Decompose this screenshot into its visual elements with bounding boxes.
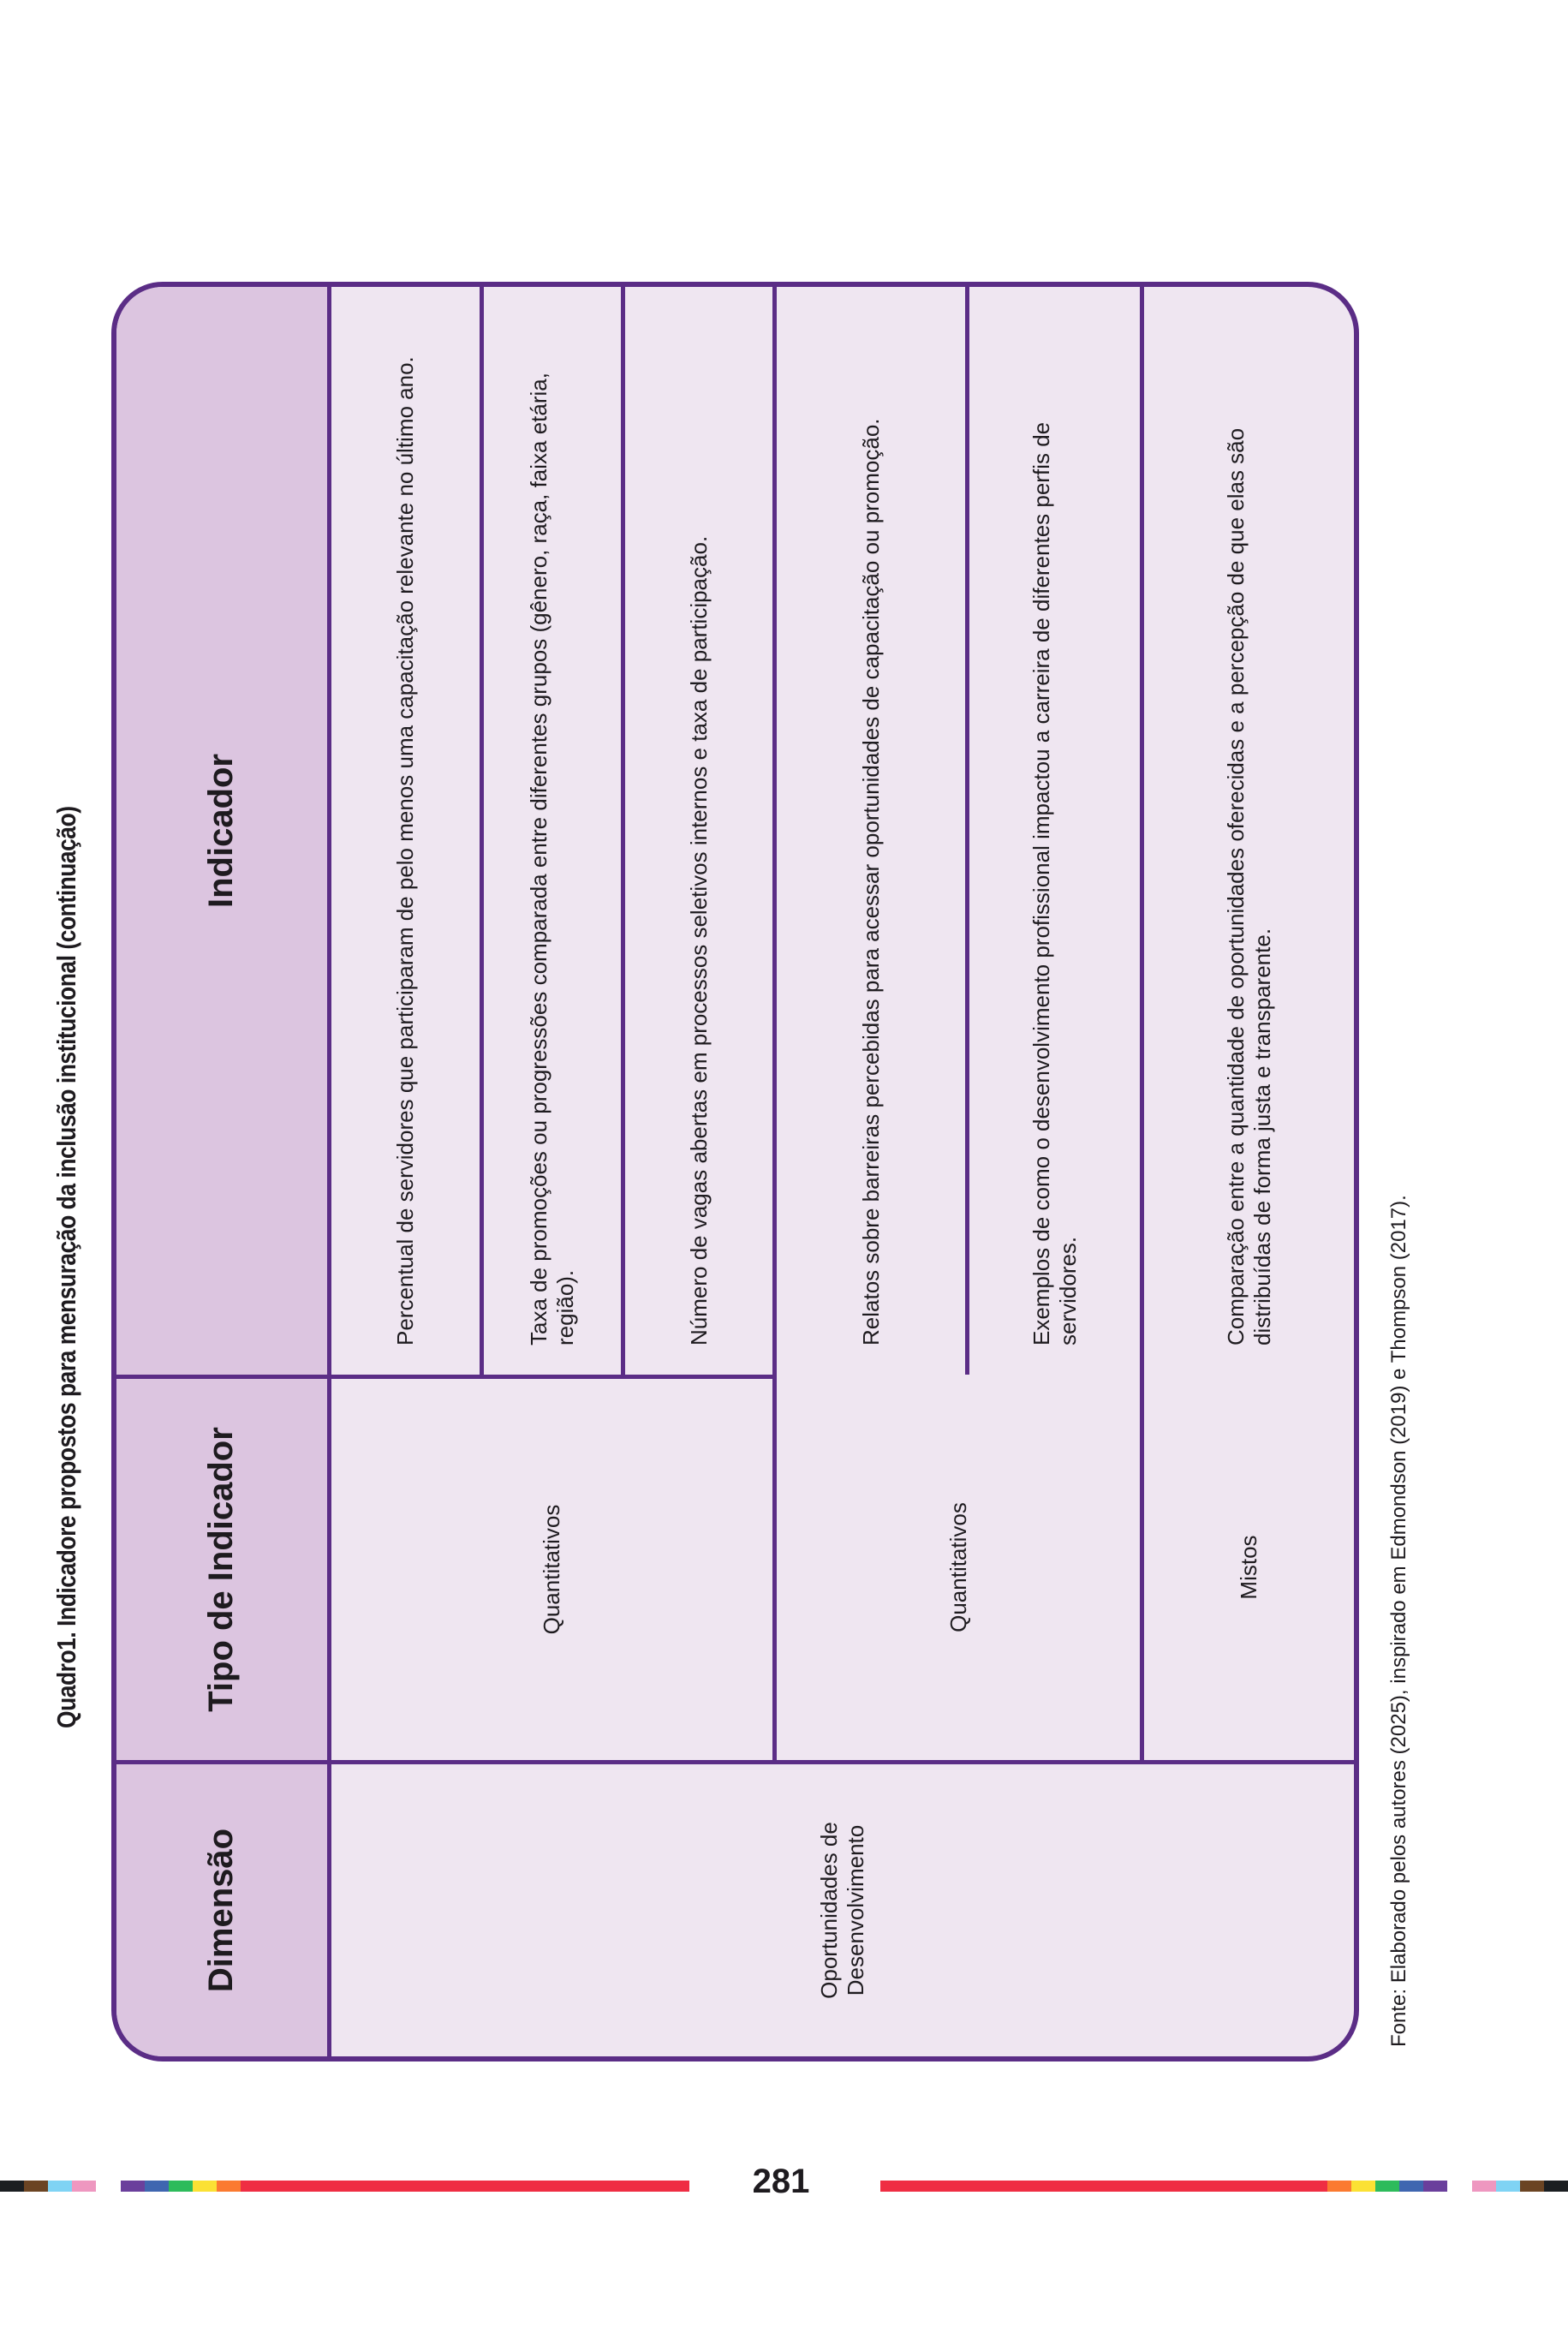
indicator-cell: Comparação entre a quantidade de oportun… bbox=[1222, 427, 1275, 1345]
header-indicator: Indicador bbox=[116, 287, 331, 1375]
indicator-cell: Exemplos de como o desenvolvimento profi… bbox=[969, 287, 1144, 1375]
source-note: Fonte: Elaborado pelos autores (2025), i… bbox=[1387, 1195, 1410, 2047]
indicator-cell: Taxa de promoções ou progressões compara… bbox=[484, 287, 625, 1375]
type-cell: Mistos bbox=[1236, 1535, 1262, 1600]
indicator-cell: Percentual de servidores que participara… bbox=[331, 287, 484, 1375]
dimension-cell: Oportunidades de Desenvolvimento bbox=[331, 1760, 1354, 2056]
type-cell: Quantitativos bbox=[777, 1375, 1144, 1760]
type-cell: Quantitativos bbox=[331, 1375, 777, 1760]
header-indicator-type: Tipo de Indicador bbox=[116, 1375, 331, 1760]
header-dimension: Dimensão bbox=[116, 1760, 331, 2056]
rotated-page-content: Quadro1. Indicadore propostos para mensu… bbox=[51, 282, 1490, 2061]
indicators-table: Dimensão Tipo de Indicador Indicador Opo… bbox=[111, 282, 1359, 2061]
table-caption: Quadro1. Indicadore propostos para mensu… bbox=[51, 806, 81, 1728]
indicator-cell: Número de vagas abertas em processos sel… bbox=[625, 287, 777, 1375]
page-number: 281 bbox=[752, 2163, 810, 2200]
indicator-cell: Relatos sobre barreiras percebidas para … bbox=[777, 287, 969, 1375]
